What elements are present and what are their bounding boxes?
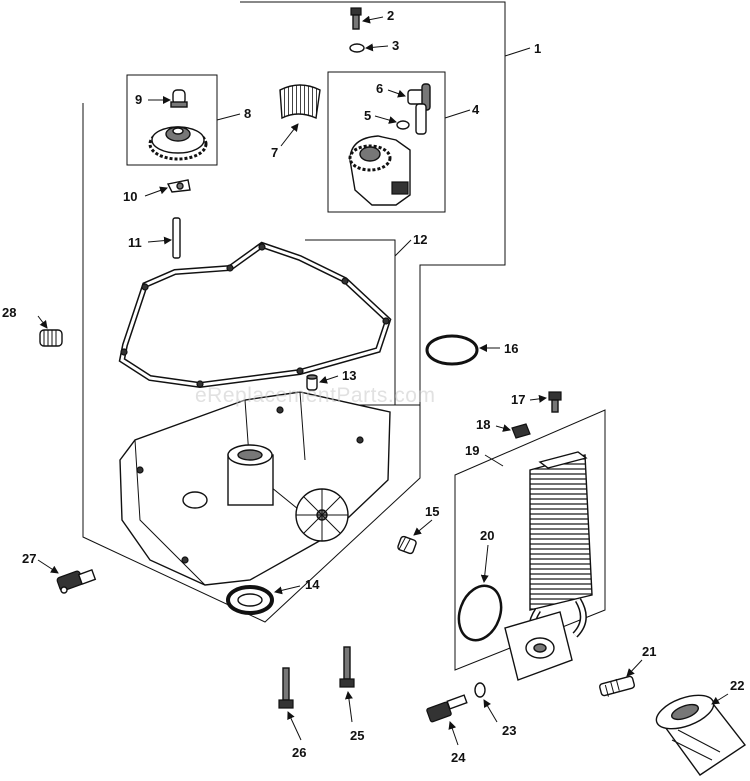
callout-11[interactable]: 11: [128, 235, 142, 250]
main-kit-outline: [82, 103, 421, 623]
part-13-dowel[interactable]: [306, 374, 318, 391]
callout-24[interactable]: 24: [451, 750, 466, 765]
callout-5[interactable]: 5: [364, 108, 371, 123]
part-22-oil-filter[interactable]: [652, 689, 747, 776]
callout-9[interactable]: 9: [135, 92, 142, 107]
callout-7[interactable]: 7: [271, 145, 278, 160]
callout-26[interactable]: 26: [292, 745, 306, 760]
part-17-screw[interactable]: [548, 391, 562, 413]
callout-28[interactable]: 28: [2, 305, 16, 320]
assembly-12-outline: [305, 239, 396, 405]
callout-6[interactable]: 6: [376, 81, 383, 96]
part-4-oil-pump[interactable]: [348, 135, 411, 206]
part-20-o-ring[interactable]: [452, 580, 509, 646]
oil-cooler-kit-19-box: [454, 409, 606, 671]
callout-14[interactable]: 14: [305, 577, 320, 592]
callout-25[interactable]: 25: [350, 728, 364, 743]
callout-19[interactable]: 19: [465, 443, 479, 458]
callout-15[interactable]: 15: [425, 504, 439, 519]
part-23-o-ring[interactable]: [474, 682, 486, 698]
callout-23[interactable]: 23: [502, 723, 516, 738]
callout-1[interactable]: 1: [534, 41, 541, 56]
part-18-nut[interactable]: [511, 423, 531, 439]
watermark-text: eReplacementParts.com: [195, 384, 435, 407]
callout-22[interactable]: 22: [730, 678, 744, 693]
part-12-gasket[interactable]: [118, 241, 392, 389]
part-24-sensor[interactable]: [426, 694, 468, 723]
part-10-plate[interactable]: [166, 179, 191, 193]
part-7-bearing[interactable]: [279, 84, 321, 120]
callout-3[interactable]: 3: [392, 38, 399, 53]
part-3-washer[interactable]: [349, 43, 365, 53]
part-11-dowel-pin[interactable]: [172, 217, 181, 259]
part-14-oil-seal[interactable]: [226, 585, 274, 615]
part-5-o-ring[interactable]: [396, 120, 410, 130]
callout-27[interactable]: 27: [22, 551, 36, 566]
callout-12[interactable]: 12: [413, 232, 427, 247]
group-outlines: [82, 1, 606, 671]
part-19-oil-cooler[interactable]: [504, 451, 593, 681]
part-25-screw[interactable]: [339, 646, 355, 688]
assembly-1-outline: [240, 1, 506, 406]
part-8-gear[interactable]: [148, 126, 208, 161]
part-21-nipple[interactable]: [599, 675, 635, 697]
leader-lines: [37, 15, 729, 746]
callout-16[interactable]: 16: [504, 341, 518, 356]
callout-8[interactable]: 8: [244, 106, 251, 121]
callout-4[interactable]: 4: [472, 102, 480, 117]
callout-10[interactable]: 10: [123, 189, 137, 204]
oil-pump-kit-4-box: [327, 71, 446, 213]
callout-21[interactable]: 21: [642, 644, 656, 659]
callout-18[interactable]: 18: [476, 417, 490, 432]
callout-2[interactable]: 2: [387, 8, 394, 23]
callout-labels: 1 2 3 4 5 6 7 8 9 10 11 12 13 14 15 16 1…: [2, 8, 744, 765]
part-2-screw[interactable]: [350, 7, 362, 30]
part-15-fitting[interactable]: [397, 535, 417, 555]
part-16-o-ring[interactable]: [425, 334, 479, 366]
part-9-pin[interactable]: [170, 89, 188, 108]
callout-17[interactable]: 17: [511, 392, 525, 407]
oil-pan-casting: [119, 391, 391, 586]
callout-13[interactable]: 13: [342, 368, 356, 383]
part-28-plug[interactable]: [39, 329, 63, 347]
part-27-sensor[interactable]: [56, 569, 97, 594]
part-26-screw[interactable]: [278, 667, 294, 709]
part-6-oil-fitting[interactable]: [407, 83, 431, 135]
callout-20[interactable]: 20: [480, 528, 494, 543]
